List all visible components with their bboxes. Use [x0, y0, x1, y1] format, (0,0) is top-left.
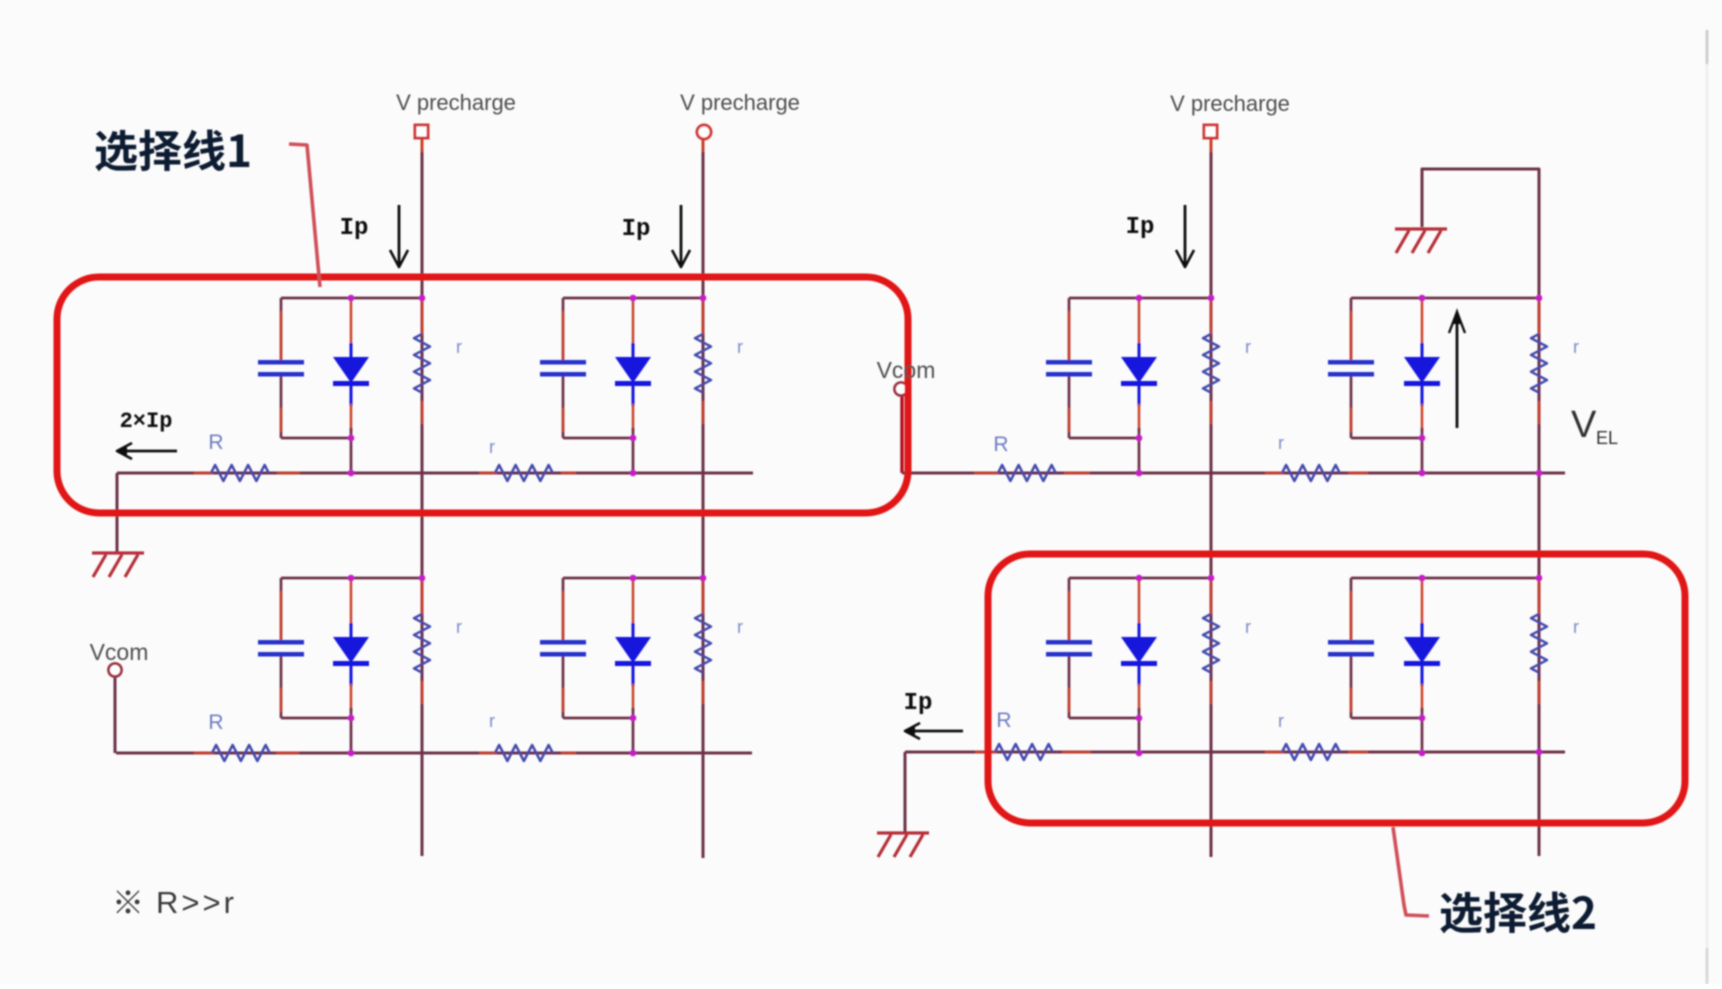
svg-text:Ip: Ip: [622, 216, 651, 243]
svg-text:EL: EL: [1596, 428, 1618, 448]
svg-text:Ip: Ip: [904, 690, 933, 717]
svg-text:r: r: [1573, 617, 1579, 637]
svg-text:r: r: [489, 437, 495, 457]
svg-text:r: r: [737, 617, 743, 637]
svg-text:r: r: [456, 617, 462, 637]
svg-text:r: r: [1573, 337, 1579, 357]
svg-text:r: r: [489, 711, 495, 731]
svg-text:r: r: [1278, 433, 1284, 453]
svg-text:V precharge: V precharge: [1170, 91, 1290, 116]
svg-text:V precharge: V precharge: [680, 90, 800, 115]
svg-text:r: r: [1245, 337, 1251, 357]
svg-text:r: r: [1278, 711, 1284, 731]
svg-text:r: r: [456, 337, 462, 357]
svg-text:Vcom: Vcom: [90, 639, 149, 665]
svg-text:r: r: [1245, 617, 1251, 637]
svg-text:R>>r: R>>r: [156, 885, 237, 920]
svg-text:R: R: [208, 431, 223, 454]
svg-text:r: r: [737, 337, 743, 357]
svg-text:Vcom: Vcom: [877, 357, 936, 383]
svg-text:Ip: Ip: [340, 215, 369, 242]
svg-text:V precharge: V precharge: [396, 90, 516, 115]
svg-text:2×Ip: 2×Ip: [120, 409, 173, 434]
svg-text:R: R: [208, 711, 223, 734]
svg-text:Ip: Ip: [1126, 214, 1155, 241]
svg-text:R: R: [993, 433, 1008, 456]
svg-text:R: R: [996, 709, 1011, 732]
svg-text:V: V: [1571, 404, 1597, 446]
